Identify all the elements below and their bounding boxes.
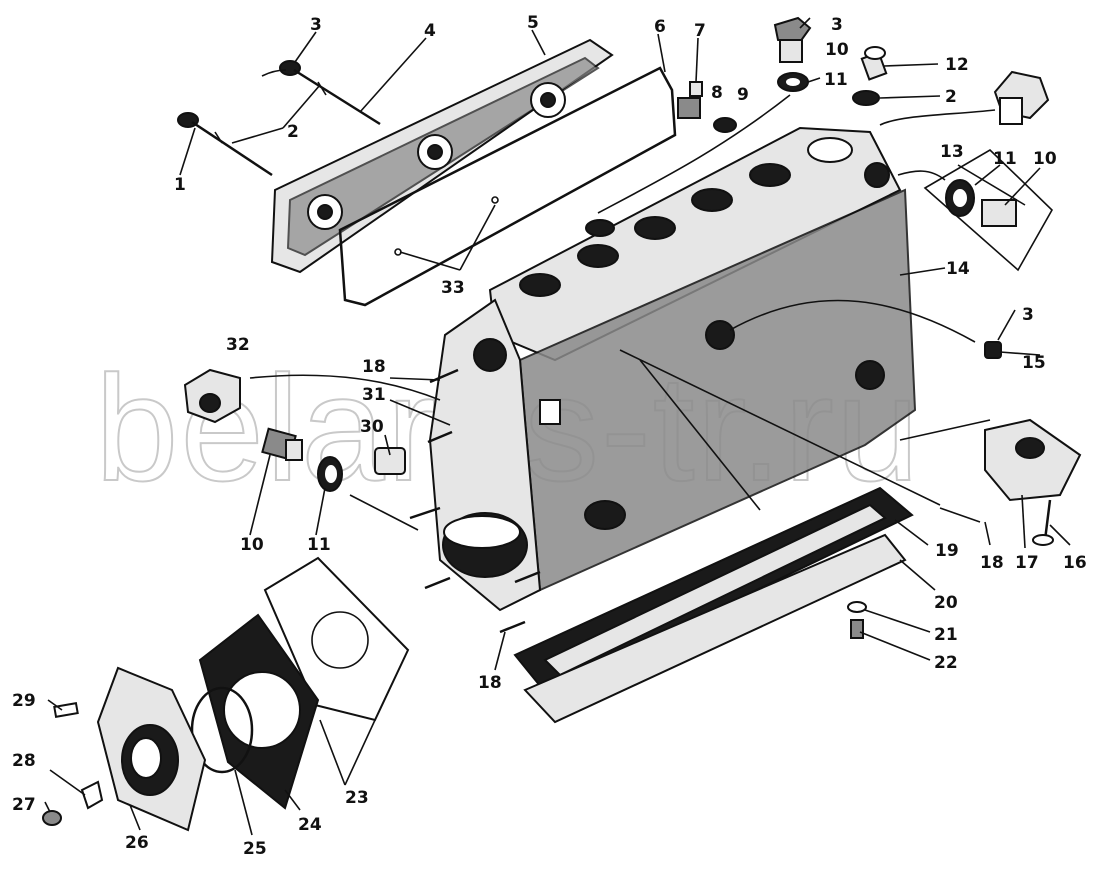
callout-10-right: 10: [1033, 149, 1057, 169]
callout-4: 4: [424, 21, 436, 41]
callout-18-left: 18: [362, 357, 386, 377]
callout-18-right: 18: [980, 553, 1004, 573]
pan-20: [523, 533, 907, 724]
bolt-1: [177, 112, 273, 177]
callout-3-right: 3: [1022, 305, 1034, 325]
callout-12: 12: [945, 55, 969, 75]
screw-16: [1032, 499, 1054, 546]
callout-labels: 1 2 3 4 5 6 7 8 9 3 10 11 12 2 13 11 10 …: [12, 13, 1087, 859]
leader-lines: [44, 17, 1071, 836]
bracket-17: [984, 418, 1082, 502]
callout-25: 25: [243, 839, 267, 859]
callout-23: 23: [345, 788, 369, 808]
callout-30: 30: [360, 417, 384, 437]
bushing-30: [374, 447, 406, 475]
plate-24: [198, 613, 320, 810]
plug-15: [984, 341, 1002, 359]
callout-18-bottom: 18: [478, 673, 502, 693]
screw-12: [860, 46, 888, 81]
bolt-21-22: [847, 601, 867, 639]
washer-11-top: [777, 72, 809, 92]
callout-5: 5: [527, 13, 539, 33]
plug-10-left: [261, 427, 303, 461]
callout-32: 32: [226, 335, 250, 355]
callout-19: 19: [935, 541, 959, 561]
washer-11-left: [317, 456, 343, 492]
callout-10-left: 10: [240, 535, 264, 555]
callout-3-top: 3: [831, 15, 843, 35]
plug-32: [183, 368, 241, 424]
callout-9: 9: [737, 85, 749, 105]
callout-11-left: 11: [307, 535, 331, 555]
housing-26: [96, 666, 207, 832]
washer-2-top: [852, 90, 880, 106]
callout-20: 20: [934, 593, 958, 613]
callout-22: 22: [934, 653, 958, 673]
callout-27: 27: [12, 795, 36, 815]
callout-8: 8: [711, 83, 723, 103]
callout-17: 17: [1015, 553, 1039, 573]
ring-25: [190, 686, 254, 774]
callout-2: 2: [287, 122, 299, 142]
callout-24: 24: [298, 815, 322, 835]
callout-16: 16: [1063, 553, 1087, 573]
callout-6: 6: [654, 17, 666, 37]
pan-gasket-19: [513, 486, 914, 694]
callout-28: 28: [12, 751, 36, 771]
callout-13: 13: [940, 142, 964, 162]
callout-21: 21: [934, 625, 958, 645]
valve-cover: [270, 38, 614, 274]
plug-13: [993, 70, 1050, 125]
cylinder-block: [409, 126, 917, 634]
callout-33: 33: [441, 278, 465, 298]
callout-2-right: 2: [945, 87, 957, 107]
callout-11-top: 11: [824, 70, 848, 90]
callout-1: 1: [174, 175, 186, 195]
callout-7: 7: [694, 21, 706, 41]
part-7-8-9: [677, 81, 737, 133]
callout-31: 31: [362, 385, 386, 405]
small-parts-27-29: [42, 702, 104, 826]
callout-29: 29: [12, 691, 36, 711]
plug-10-top: [773, 16, 812, 63]
callout-15: 15: [1022, 353, 1046, 373]
callout-14: 14: [946, 259, 970, 279]
inset-plug-10-11: [923, 149, 1054, 272]
callout-3: 3: [310, 15, 322, 35]
callout-26: 26: [125, 833, 149, 853]
callout-11-right: 11: [993, 149, 1017, 169]
callout-10-top: 10: [825, 40, 849, 60]
bolt-4: [261, 60, 381, 126]
